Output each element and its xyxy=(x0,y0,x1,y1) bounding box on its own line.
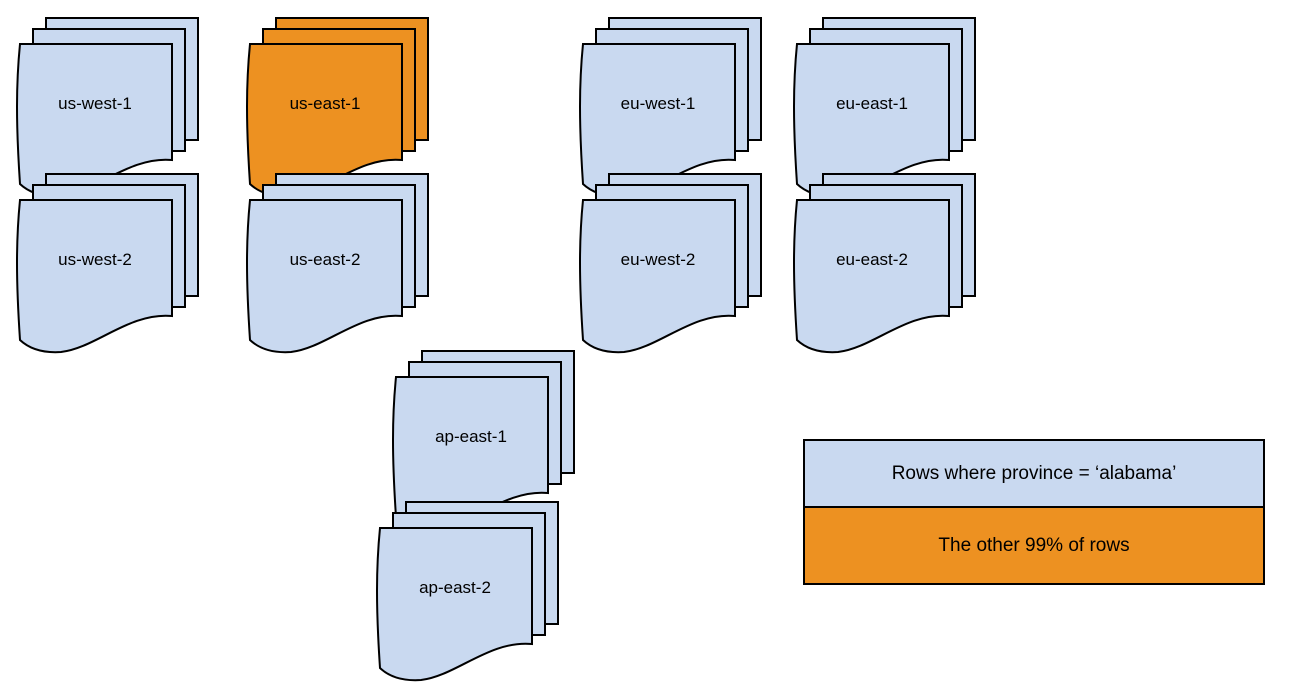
region-stack-us-west-2[interactable]: us-west-2 xyxy=(16,172,199,354)
sheet-front-eu-west-2 xyxy=(579,199,736,354)
stack-shape-eu-west-2 xyxy=(579,173,762,354)
legend-row-legend-blue: Rows where province = ‘alabama’ xyxy=(805,441,1263,508)
stack-shape-eu-east-2 xyxy=(793,173,976,354)
region-stack-eu-east-2[interactable]: eu-east-2 xyxy=(793,172,976,354)
region-stack-us-east-2[interactable]: us-east-2 xyxy=(246,172,429,354)
stack-shape-us-east-1 xyxy=(246,17,429,198)
region-stack-eu-west-2[interactable]: eu-west-2 xyxy=(579,172,762,354)
stack-shape-eu-east-1 xyxy=(793,17,976,198)
region-stack-eu-west-1[interactable]: eu-west-1 xyxy=(579,16,762,198)
region-stack-ap-east-2[interactable]: ap-east-2 xyxy=(376,500,559,682)
stack-shape-us-west-2 xyxy=(16,173,199,354)
region-stack-us-east-1[interactable]: us-east-1 xyxy=(246,16,429,198)
region-stack-us-west-1[interactable]: us-west-1 xyxy=(16,16,199,198)
legend-label-legend-blue: Rows where province = ‘alabama’ xyxy=(891,462,1177,484)
legend: Rows where province = ‘alabama’ The other… xyxy=(803,439,1265,585)
region-stack-ap-east-1[interactable]: ap-east-1 xyxy=(392,349,575,531)
stack-shape-eu-west-1 xyxy=(579,17,762,198)
stack-shape-ap-east-1 xyxy=(392,350,575,531)
region-stack-eu-east-1[interactable]: eu-east-1 xyxy=(793,16,976,198)
legend-label-legend-orange: The other 99% of rows xyxy=(938,534,1130,556)
stack-shape-us-west-1 xyxy=(16,17,199,198)
sheet-front-eu-east-2 xyxy=(793,199,950,354)
sheet-front-ap-east-2 xyxy=(376,527,533,682)
stack-shape-ap-east-2 xyxy=(376,501,559,682)
sheet-front-us-east-2 xyxy=(246,199,403,354)
legend-row-legend-orange: The other 99% of rows xyxy=(805,508,1263,583)
sheet-front-us-west-2 xyxy=(16,199,173,354)
stack-shape-us-east-2 xyxy=(246,173,429,354)
